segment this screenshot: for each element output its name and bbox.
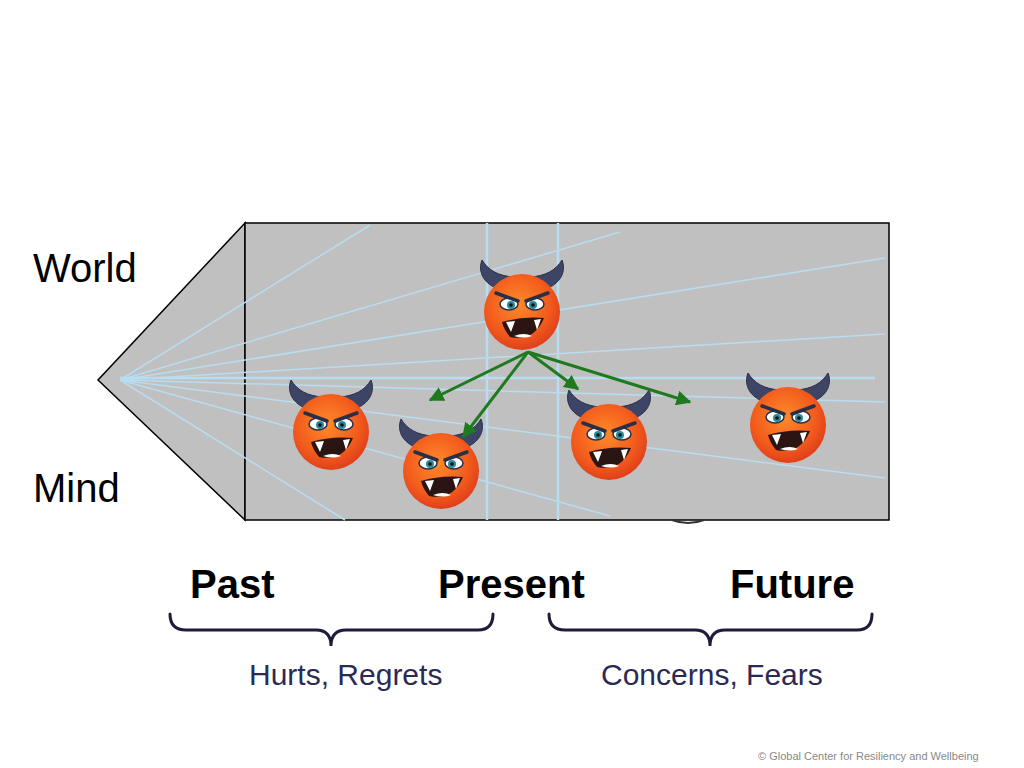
brace-label: Hurts, Regrets bbox=[249, 660, 442, 690]
copyright-notice: © Global Center for Resiliency and Wellb… bbox=[758, 751, 979, 762]
prism-body bbox=[98, 223, 889, 520]
perspective-lines bbox=[120, 223, 885, 520]
projection-arrows bbox=[430, 352, 690, 437]
curly-brace bbox=[170, 614, 493, 646]
time-braces bbox=[170, 614, 872, 646]
time-label: Future bbox=[730, 564, 854, 604]
devil-face bbox=[400, 419, 483, 509]
projection-arrow bbox=[528, 352, 578, 389]
perspective-line bbox=[120, 380, 610, 516]
prism-box bbox=[245, 223, 889, 520]
curly-brace bbox=[549, 614, 872, 646]
projection-arrow bbox=[528, 352, 690, 402]
projection-arrow bbox=[463, 352, 528, 437]
devil-face bbox=[481, 260, 564, 350]
perspective-line bbox=[120, 258, 885, 380]
devil-face bbox=[568, 390, 651, 480]
devil-face bbox=[290, 380, 373, 470]
brace-label: Concerns, Fears bbox=[601, 660, 823, 690]
axis-label: Mind bbox=[33, 468, 120, 508]
projection-arrow bbox=[430, 352, 528, 400]
time-label: Present bbox=[438, 564, 585, 604]
present-axis bbox=[120, 377, 875, 380]
perspective-line bbox=[120, 225, 370, 380]
devil-faces bbox=[290, 260, 830, 509]
devil-face bbox=[747, 373, 830, 463]
shadow-arc bbox=[672, 520, 704, 523]
axis-label: World bbox=[33, 248, 137, 288]
time-label: Past bbox=[190, 564, 275, 604]
